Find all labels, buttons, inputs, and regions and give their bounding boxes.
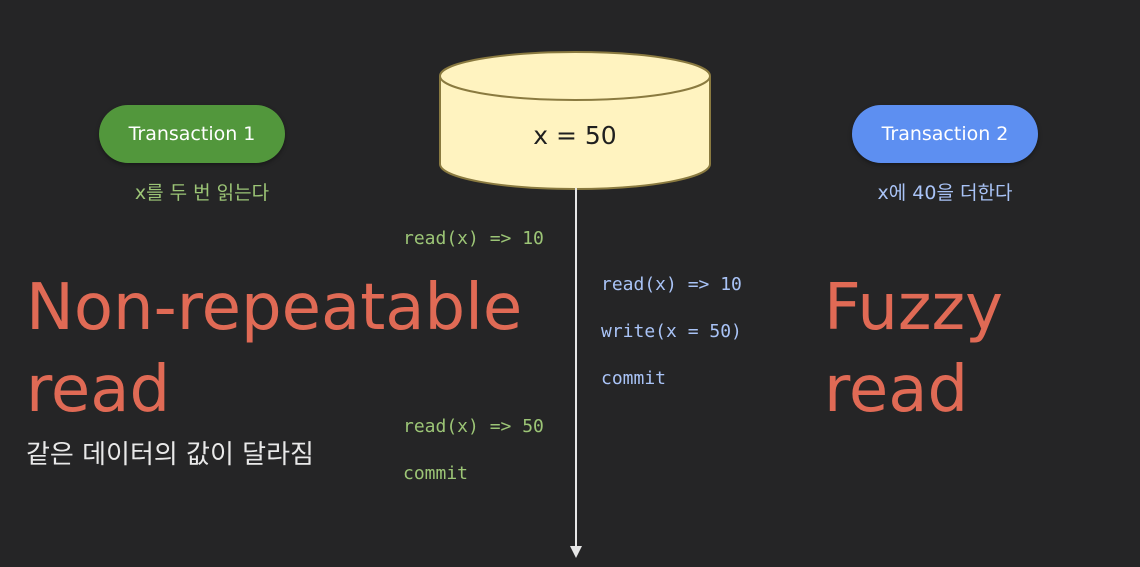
non-repeatable-heading-line2: read — [26, 353, 171, 427]
t1-op-read-1: read(x) => 10 — [403, 228, 544, 249]
fuzzy-heading-line2: read — [824, 353, 969, 427]
t2-op-commit: commit — [601, 368, 667, 389]
t1-op-commit: commit — [403, 463, 469, 484]
transaction-1-badge: Transaction 1 — [99, 105, 285, 163]
non-repeatable-note: 같은 데이터의 값이 달라짐 — [26, 440, 314, 470]
database-value: x = 50 — [533, 121, 617, 150]
transaction-2-description: x에 40을 더한다 — [877, 182, 1013, 204]
t2-op-write: write(x = 50) — [601, 321, 742, 342]
transaction-1-description: x를 두 번 읽는다 — [134, 182, 270, 204]
non-repeatable-heading-line1: Non-repeatable — [26, 271, 523, 345]
transaction-2-badge: Transaction 2 — [852, 105, 1038, 163]
t2-op-read: read(x) => 10 — [601, 274, 742, 295]
timeline-arrow — [570, 188, 582, 558]
database-cylinder — [439, 51, 711, 190]
t1-op-read-2: read(x) => 50 — [403, 416, 544, 437]
fuzzy-heading-line1: Fuzzy — [824, 271, 1003, 345]
